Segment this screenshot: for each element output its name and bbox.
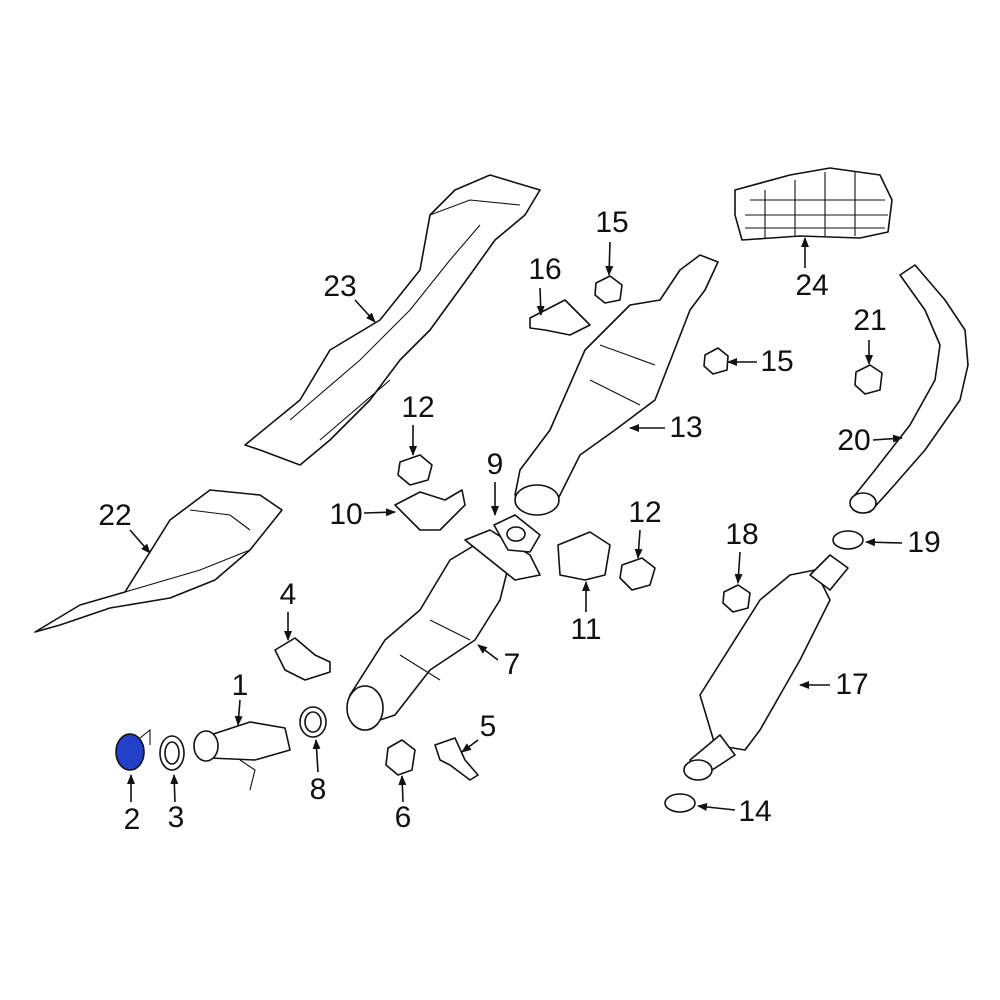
part-19-clamp[interactable] bbox=[832, 530, 864, 550]
part-4-bracket[interactable] bbox=[274, 637, 331, 681]
callout-17[interactable]: 17 bbox=[835, 668, 869, 701]
callout-7[interactable]: 7 bbox=[503, 648, 521, 681]
part-2-highlighted[interactable] bbox=[115, 728, 151, 771]
callout-19[interactable]: 19 bbox=[907, 526, 941, 559]
part-14-clamp[interactable] bbox=[664, 793, 696, 813]
callout-4[interactable]: 4 bbox=[279, 578, 297, 611]
callout-9[interactable]: 9 bbox=[486, 448, 504, 481]
callout-2[interactable]: 2 bbox=[123, 803, 141, 836]
part-3-gasket[interactable] bbox=[159, 735, 185, 771]
callout-22[interactable]: 22 bbox=[98, 499, 132, 532]
part-22-heat-shield[interactable] bbox=[34, 489, 283, 633]
part-5-sensor[interactable] bbox=[434, 737, 479, 781]
callout-12-b[interactable]: 12 bbox=[628, 496, 662, 529]
part-15-nut-b[interactable] bbox=[703, 347, 729, 375]
part-24-heat-shield[interactable] bbox=[734, 167, 893, 241]
callout-18[interactable]: 18 bbox=[725, 518, 759, 551]
callout-24[interactable]: 24 bbox=[795, 269, 829, 302]
part-7-converter[interactable] bbox=[346, 529, 541, 731]
part-21-nut[interactable] bbox=[854, 364, 883, 395]
callout-21[interactable]: 21 bbox=[853, 304, 887, 337]
part-6-isolator[interactable] bbox=[385, 739, 416, 776]
callout-8[interactable]: 8 bbox=[309, 773, 327, 806]
callout-1[interactable]: 1 bbox=[231, 669, 249, 702]
part-12-isolator-b[interactable] bbox=[619, 557, 656, 591]
part-20-tailpipe[interactable] bbox=[849, 264, 969, 514]
callout-20[interactable]: 20 bbox=[837, 424, 871, 457]
part-16-bracket[interactable] bbox=[529, 299, 591, 336]
callout-14[interactable]: 14 bbox=[738, 795, 772, 828]
part-9-gasket[interactable] bbox=[493, 514, 541, 553]
part-11-heat-shield[interactable] bbox=[557, 531, 611, 581]
callout-3[interactable]: 3 bbox=[167, 801, 185, 834]
callout-11[interactable]: 11 bbox=[570, 613, 602, 646]
callout-13[interactable]: 13 bbox=[669, 411, 703, 444]
callout-5[interactable]: 5 bbox=[479, 710, 497, 743]
leader-arrows bbox=[127, 237, 903, 811]
part-23-heat-shield[interactable] bbox=[244, 174, 541, 466]
callout-23[interactable]: 23 bbox=[323, 270, 357, 303]
part-8-clamp[interactable] bbox=[299, 706, 327, 738]
callout-15-b[interactable]: 15 bbox=[760, 345, 794, 378]
callout-6[interactable]: 6 bbox=[394, 801, 412, 834]
part-1-front-pipe[interactable] bbox=[193, 721, 291, 791]
part-13-particulate-filter[interactable] bbox=[514, 254, 719, 516]
callout-12-a[interactable]: 12 bbox=[401, 391, 435, 424]
part-15-nut-a[interactable] bbox=[594, 275, 623, 304]
callout-10[interactable]: 10 bbox=[329, 498, 363, 531]
part-12-isolator-a[interactable] bbox=[397, 454, 433, 486]
part-18-nut[interactable] bbox=[722, 584, 751, 613]
part-17-muffler[interactable] bbox=[683, 554, 849, 781]
callout-15-a[interactable]: 15 bbox=[595, 206, 629, 239]
callout-16[interactable]: 16 bbox=[528, 253, 562, 286]
part-10-bracket[interactable] bbox=[394, 489, 466, 531]
